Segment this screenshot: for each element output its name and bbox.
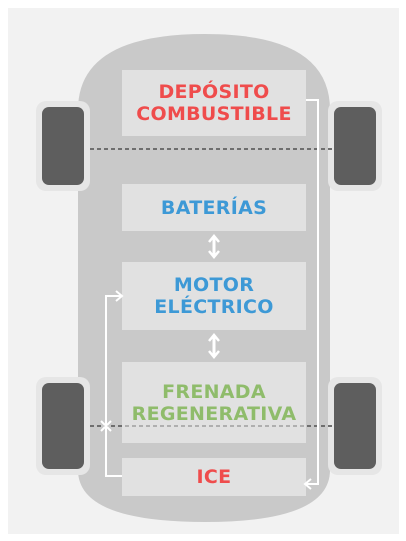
rear-right-wheel (328, 377, 382, 475)
car-body (78, 34, 330, 522)
fuel-tank-label: DEPÓSITO COMBUSTIBLE (136, 81, 292, 125)
fuel-line (306, 99, 319, 485)
regenerative-braking-label: FRENADA REGENERATIVA (131, 380, 297, 425)
ice-box: ICE (122, 458, 306, 496)
front-right-wheel (328, 101, 382, 191)
electric-motor-box: MOTOR ELÉCTRICO (122, 262, 306, 330)
fuel-line-arrow (303, 478, 312, 490)
fuel-tank-box: DEPÓSITO COMBUSTIBLE (122, 70, 306, 136)
batteries-box: BATERÍAS (122, 184, 306, 231)
link-cross-icon (100, 420, 112, 432)
ice-motor-link (105, 295, 122, 477)
regenerative-braking-box: FRENADA REGENERATIVA (122, 362, 306, 443)
batteries-label: BATERÍAS (160, 196, 268, 219)
front-left-wheel (36, 101, 90, 191)
rear-left-wheel (36, 377, 90, 475)
ice-motor-link-arrow (115, 290, 124, 302)
battery-motor-arrow-icon (208, 234, 220, 259)
motor-regen-arrow-icon (208, 333, 220, 359)
electric-motor-label: MOTOR ELÉCTRICO (154, 274, 274, 318)
ice-label: ICE (196, 466, 232, 488)
